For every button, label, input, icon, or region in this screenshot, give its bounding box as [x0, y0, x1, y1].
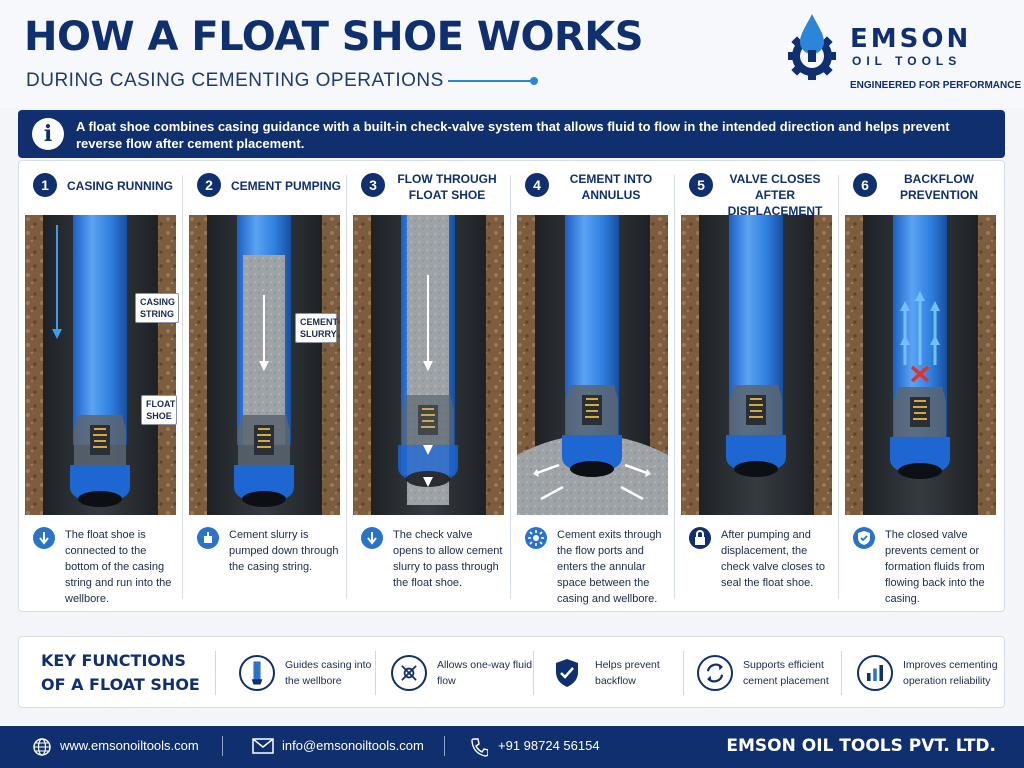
divider [444, 736, 445, 756]
step-description: The closed valve prevents cement or form… [885, 529, 985, 605]
key-functions-panel: KEY FUNCTIONS OF A FLOAT SHOE Guides cas… [18, 636, 1005, 708]
subtitle-rule [448, 80, 534, 82]
step-title: CEMENT INTO ANNULUS [569, 172, 653, 202]
step-description: The check valve opens to allow cement sl… [393, 529, 503, 589]
intro-text: A float shoe combines casing guidance wi… [76, 119, 950, 151]
brand-tagline: ENGINEERED FOR PERFORMANCE [850, 80, 1022, 91]
step-number: 4 [525, 173, 549, 197]
callout-cement-slurry: CEMENT SLURRY [295, 313, 338, 343]
step-header: 1 CASING RUNNING [19, 161, 182, 213]
key-function-text: Guides casing into the wellbore [285, 659, 372, 687]
step-title: VALVE CLOSES AFTER DISPLACEMENT [727, 172, 823, 218]
footer-company: EMSON OIL TOOLS PVT. LTD. [726, 736, 996, 756]
footer: www.emsonoiltools.com info@emsonoiltools… [0, 726, 1024, 768]
step-header: 2 CEMENT PUMPING [183, 161, 346, 213]
one-way-flow-icon [391, 655, 427, 691]
step-description: Cement exits through the flow ports and … [557, 529, 662, 605]
info-icon: i [32, 118, 64, 150]
step-description: After pumping and displacement, the chec… [721, 529, 825, 589]
brand-sub: OIL TOOLS [852, 54, 962, 68]
step-header: 5 VALVE CLOSES AFTER DISPLACEMENT [675, 161, 838, 218]
lock-icon [689, 527, 711, 549]
down-arrow-icon [361, 527, 383, 549]
gear-drop-icon [788, 14, 836, 80]
footer-phone[interactable]: +91 98724 56154 [498, 738, 600, 753]
divider [222, 736, 223, 756]
step-5: 5 VALVE CLOSES AFTER DISPLACEMENT After … [674, 161, 838, 613]
step-title: FLOW THROUGH FLOAT SHOE [397, 172, 497, 202]
intro-banner: i A float shoe combines casing guidance … [18, 110, 1005, 158]
divider [841, 651, 842, 695]
globe-icon [33, 738, 51, 756]
divider [533, 651, 534, 695]
key-function-text: Allows one-way fluid flow [437, 659, 533, 687]
steps-panel: 1 CASING RUNNING CASING STRING FLOAT SHO… [18, 160, 1005, 612]
step-2: 2 CEMENT PUMPING CEMENT SLURRY Cement sl… [182, 161, 346, 613]
key-functions-title: KEY FUNCTIONS OF A FLOAT SHOE [41, 651, 200, 694]
step-description: Cement slurry is pumped down through the… [229, 529, 339, 573]
key-function-text: Improves cementing operation reliability [903, 659, 998, 687]
step-4: 4 CEMENT INTO ANNULUS Cement exits throu… [510, 161, 674, 613]
step-number: 5 [689, 173, 713, 197]
footer-website[interactable]: www.emsonoiltools.com [60, 738, 199, 753]
page-title: HOW A FLOAT SHOE WORKS [24, 14, 644, 60]
step-1: 1 CASING RUNNING CASING STRING FLOAT SHO… [19, 161, 182, 613]
header: HOW A FLOAT SHOE WORKS DURING CASING CEM… [0, 0, 1024, 108]
company-logo: EMSON OIL TOOLS ENGINEERED FOR PERFORMAN… [784, 10, 1021, 96]
radial-flow-icon [525, 527, 547, 549]
bar-chart-icon [857, 655, 893, 691]
step-number: 2 [197, 173, 221, 197]
guide-icon [239, 655, 275, 691]
shield-check-icon [556, 659, 578, 687]
down-arrow-icon [33, 527, 55, 549]
cement-annulus-illustration [517, 215, 668, 515]
step-description: The float shoe is connected to the botto… [65, 529, 172, 605]
divider [375, 651, 376, 695]
key-function-text: Helps prevent backflow [595, 659, 660, 687]
footer-email[interactable]: info@emsonoiltools.com [282, 738, 424, 753]
step-header: 6 BACKFLOW PREVENTION [839, 161, 1002, 213]
backflow-prevention-illustration [845, 215, 996, 515]
flow-through-illustration [353, 215, 504, 515]
casing-running-illustration [25, 215, 176, 515]
shield-check-icon [853, 527, 875, 549]
callout-float-shoe: FLOAT SHOE [141, 395, 177, 425]
envelope-icon [252, 738, 274, 754]
cycle-icon [697, 655, 733, 691]
step-title: CASING RUNNING [67, 179, 174, 193]
step-number: 1 [33, 173, 57, 197]
page-subtitle: DURING CASING CEMENTING OPERATIONS [26, 70, 444, 91]
divider [215, 651, 216, 695]
callout-casing-string: CASING STRING [135, 293, 179, 323]
pump-icon [197, 527, 219, 549]
divider [683, 651, 684, 695]
step-header: 4 CEMENT INTO ANNULUS [511, 161, 674, 213]
step-number: 6 [853, 173, 877, 197]
step-header: 3 FLOW THROUGH FLOAT SHOE [347, 161, 510, 213]
cement-pumping-illustration [189, 215, 340, 515]
step-3: 3 FLOW THROUGH FLOAT SHOE The check valv… [346, 161, 510, 613]
step-title: BACKFLOW PREVENTION [899, 172, 978, 202]
subtitle-rule-dot [530, 77, 538, 85]
phone-icon [471, 738, 488, 757]
step-title: CEMENT PUMPING [231, 179, 342, 193]
valve-closes-illustration [681, 215, 832, 515]
brand-name: EMSON [850, 24, 972, 54]
key-function-text: Supports efficient cement placement [743, 659, 829, 687]
step-number: 3 [361, 173, 385, 197]
step-6: 6 BACKFLOW PREVENTION The closed valve p… [838, 161, 1002, 613]
